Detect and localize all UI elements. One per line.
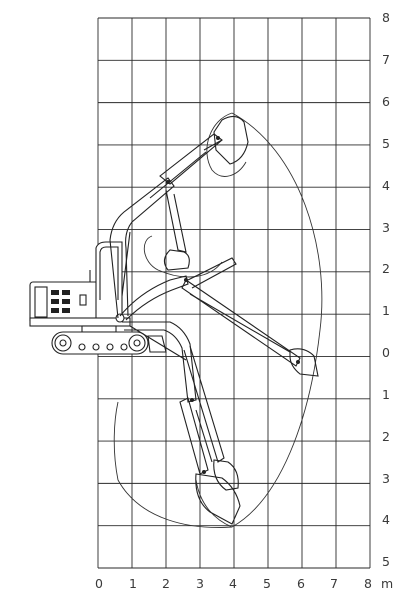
vent-grille — [62, 308, 70, 313]
stick — [179, 397, 209, 475]
engine-panel — [34, 286, 48, 318]
boom — [109, 177, 175, 319]
bucket — [213, 115, 249, 165]
mid-stick — [165, 189, 187, 253]
x-label: 1 — [129, 576, 137, 591]
upper-deck — [29, 317, 131, 327]
stick — [181, 279, 301, 367]
x-label: 6 — [297, 576, 305, 591]
x-label: 5 — [263, 576, 271, 591]
roller — [92, 343, 100, 351]
roller — [120, 343, 128, 351]
x-label: 8 — [364, 576, 372, 591]
pivot-markers — [166, 136, 300, 474]
sprocket-hub — [133, 339, 141, 347]
arm-position-reach — [119, 257, 319, 377]
idler-wheel — [54, 334, 72, 352]
y-label: 1 — [382, 303, 390, 318]
excavator — [29, 241, 167, 355]
x-label: 0 — [95, 576, 103, 591]
x-axis-labels: 0 1 2 3 4 5 6 7 8 m — [95, 576, 393, 591]
y-label: 8 — [382, 10, 390, 25]
mid-bucket — [163, 249, 190, 271]
bucket-link — [203, 139, 223, 151]
pivot-dot — [184, 278, 188, 282]
vent-grille — [51, 308, 59, 313]
y-label: 6 — [382, 94, 390, 109]
pivot-dot — [202, 470, 206, 474]
x-label: 2 — [162, 576, 170, 591]
outer-reach-curve — [113, 112, 323, 528]
upper-branch — [187, 257, 237, 289]
y-label: 4 — [382, 178, 390, 193]
vent-grille — [51, 290, 59, 295]
y-label: 0 — [382, 345, 390, 360]
access-door — [79, 294, 87, 306]
sprocket-wheel — [128, 334, 146, 352]
cab — [95, 241, 123, 323]
vent-grille — [51, 299, 59, 304]
grid — [97, 17, 371, 569]
alt-stick — [183, 345, 225, 463]
pivot-dot — [166, 180, 170, 184]
y-label: 7 — [382, 52, 390, 67]
pivot-dot — [190, 398, 194, 402]
roller — [106, 343, 114, 351]
upper-inner-curve — [206, 112, 247, 177]
y-label: 4 — [382, 512, 390, 527]
vent-grille — [62, 290, 70, 295]
roller — [78, 343, 86, 351]
y-label: 5 — [382, 136, 390, 151]
bucket — [195, 473, 241, 525]
y-axis-labels: 8 7 6 5 4 3 2 1 0 1 2 3 4 5 — [382, 10, 390, 569]
working-envelope — [113, 112, 323, 528]
x-unit-label: m — [381, 576, 393, 591]
lower-inner-curve — [195, 479, 233, 528]
stick-cylinder — [195, 409, 213, 463]
x-label: 3 — [196, 576, 204, 591]
vent-grille — [62, 299, 70, 304]
y-label: 5 — [382, 554, 390, 569]
y-label: 3 — [382, 471, 390, 486]
arm-position-high — [109, 115, 249, 319]
y-label: 2 — [382, 261, 390, 276]
boom-cylinder — [121, 231, 131, 297]
stick-cylinder — [189, 293, 291, 353]
boom-cylinder — [129, 325, 187, 361]
bucket — [289, 348, 319, 377]
y-label: 1 — [382, 387, 390, 402]
pivot-dot — [216, 136, 220, 140]
stick-cylinder — [149, 151, 207, 199]
x-label: 7 — [330, 576, 338, 591]
cab-window — [99, 246, 119, 300]
idler-wheel-hub — [59, 339, 67, 347]
y-label: 3 — [382, 220, 390, 235]
boom — [119, 275, 189, 321]
stick — [159, 133, 223, 185]
swing-ring — [81, 325, 117, 333]
pivot-dot — [296, 360, 300, 364]
x-label: 4 — [229, 576, 237, 591]
y-label: 2 — [382, 429, 390, 444]
alt-bucket — [213, 459, 239, 491]
undercarriage-track — [51, 331, 149, 355]
inner-upper-arc — [143, 235, 223, 278]
